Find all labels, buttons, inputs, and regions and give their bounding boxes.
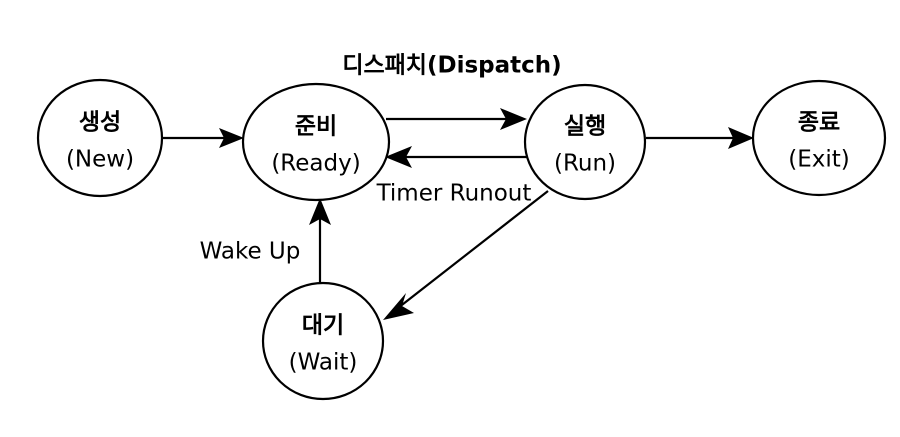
node-run-shape[interactable] bbox=[523, 83, 647, 201]
node-wait-shape[interactable] bbox=[261, 281, 385, 401]
edge-run-to-exit bbox=[646, 127, 754, 149]
node-new-label-kr: 생성 bbox=[79, 110, 121, 136]
edge-wait-to-ready bbox=[309, 198, 331, 284]
node-wait[interactable]: 대기 (Wait) bbox=[261, 281, 385, 401]
node-wait-label-kr: 대기 bbox=[302, 313, 344, 339]
node-wait-label-en: (Wait) bbox=[289, 350, 358, 376]
edge-new-to-ready-arrowhead bbox=[219, 128, 244, 148]
edge-wait-to-ready-arrowhead bbox=[309, 198, 331, 225]
node-new-label-en: (New) bbox=[66, 147, 134, 173]
edge-run-to-wait-arrowhead bbox=[383, 293, 414, 320]
node-exit[interactable]: 종료 (Exit) bbox=[751, 79, 887, 197]
edge-run-to-wait bbox=[383, 190, 549, 320]
edge-new-to-ready bbox=[163, 128, 244, 148]
edge-run-to-ready-arrowhead bbox=[385, 146, 412, 168]
node-ready-shape[interactable] bbox=[241, 82, 391, 202]
edge-label-dispatch: 디스패치(Dispatch) bbox=[342, 53, 561, 79]
edge-ready-to-run-arrowhead bbox=[500, 108, 527, 130]
node-new-shape[interactable] bbox=[36, 78, 164, 198]
edge-run-to-wait-line bbox=[397, 190, 549, 309]
node-run-label-kr: 실행 bbox=[564, 114, 606, 140]
node-exit-label-kr: 종료 bbox=[798, 110, 840, 136]
node-ready[interactable]: 준비 (Ready) bbox=[241, 82, 391, 202]
node-run-label-en: (Run) bbox=[554, 151, 616, 177]
node-exit-shape[interactable] bbox=[751, 79, 887, 197]
edge-label-timer-runout: Timer Runout bbox=[376, 181, 532, 207]
node-ready-label-en: (Ready) bbox=[271, 151, 360, 177]
edge-label-wake-up: Wake Up bbox=[200, 239, 301, 265]
edge-run-to-ready bbox=[385, 146, 540, 168]
node-exit-label-en: (Exit) bbox=[788, 147, 850, 173]
node-new[interactable]: 생성 (New) bbox=[36, 78, 164, 198]
edge-run-to-exit-arrowhead bbox=[728, 127, 754, 149]
edge-ready-to-run bbox=[386, 108, 527, 130]
node-ready-label-kr: 준비 bbox=[295, 114, 337, 140]
node-run[interactable]: 실행 (Run) bbox=[523, 83, 647, 201]
